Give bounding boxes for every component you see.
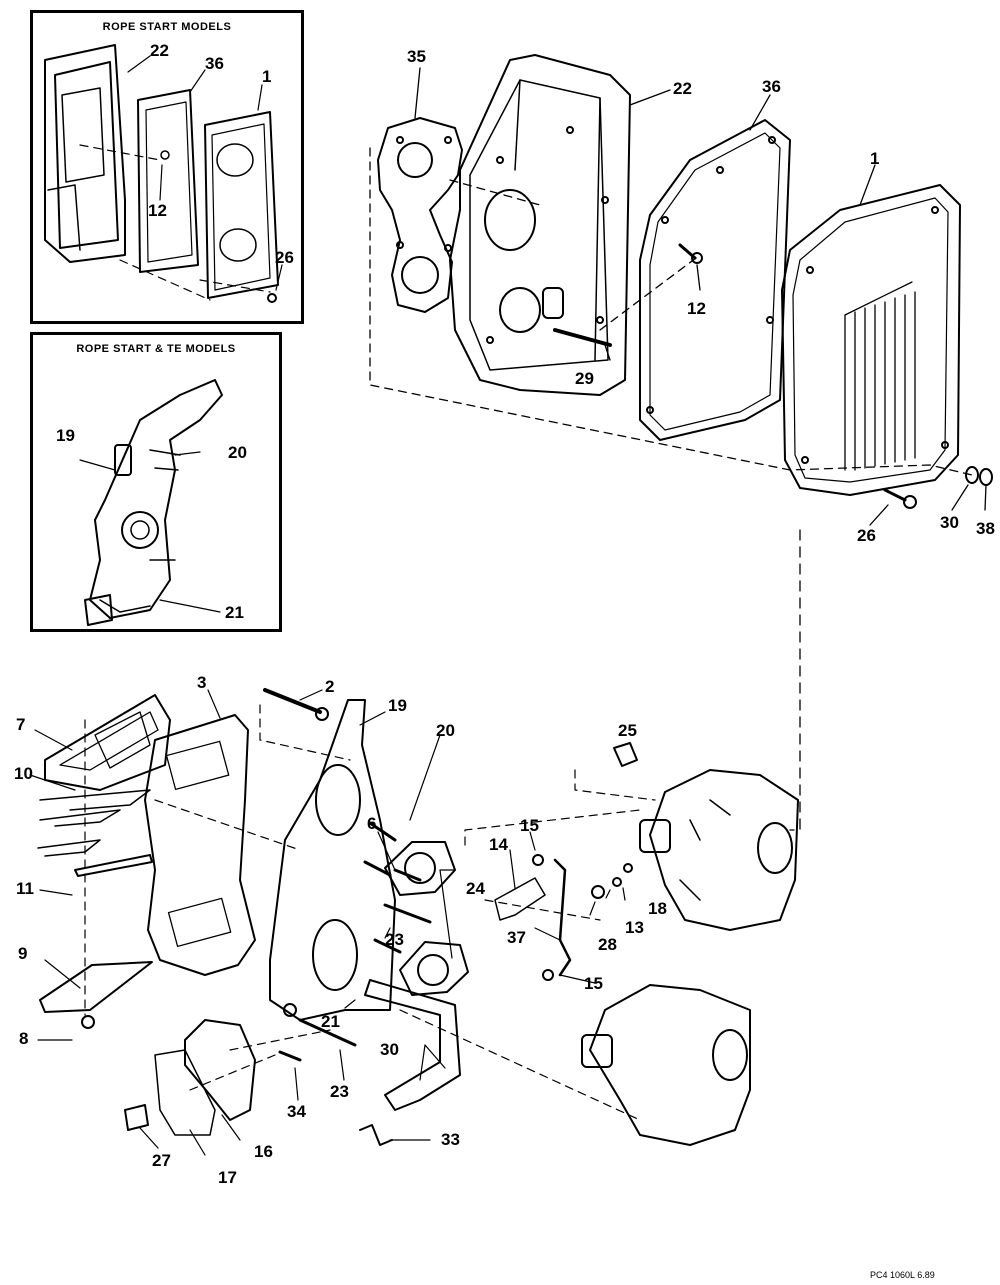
cover-1-part xyxy=(781,184,961,496)
carburetor-lower-part xyxy=(589,984,751,1146)
callout-label: 23 xyxy=(330,1082,349,1101)
main-housing-group-artwork xyxy=(369,54,993,831)
callout-label: 1 xyxy=(262,67,272,86)
callout-label: 35 xyxy=(407,47,426,66)
intake-manifold-part xyxy=(269,699,396,1021)
gasket-36-part xyxy=(639,119,791,441)
figure-code: PC4 1060L 6.89 xyxy=(870,1270,935,1280)
inset-rope-start-models: ROPE START MODELS xyxy=(30,10,304,324)
callout-label: 26 xyxy=(275,248,294,267)
callout-label: 20 xyxy=(228,443,247,462)
inset-gasket-part xyxy=(137,89,199,273)
callout-label: 34 xyxy=(287,1102,306,1121)
callout-label: 24 xyxy=(466,879,485,898)
callout-label: 15 xyxy=(520,816,539,835)
callout-label: 12 xyxy=(687,299,706,318)
callout-label: 21 xyxy=(225,603,244,622)
inset-cover-part xyxy=(204,111,279,299)
callout-label: 15 xyxy=(584,974,603,993)
callout-label: 2 xyxy=(325,677,335,696)
callout-label: 23 xyxy=(385,930,404,949)
callout-label: 30 xyxy=(940,513,959,532)
callout-label: 19 xyxy=(388,696,407,715)
callout-label: 33 xyxy=(441,1130,460,1149)
callout-label: 11 xyxy=(16,879,34,898)
reed-block-7-part xyxy=(44,694,171,791)
inset-rope-start-te-models: ROPE START & TE MODELS xyxy=(30,332,282,632)
callout-label: 16 xyxy=(254,1142,273,1161)
callout-label: 17 xyxy=(218,1168,237,1187)
callout-label: 28 xyxy=(598,935,617,954)
inset-rope-start-te-artwork xyxy=(79,379,223,626)
callout-label: 10 xyxy=(14,764,33,783)
inset-title: ROPE START & TE MODELS xyxy=(76,343,236,355)
callout-label: 12 xyxy=(148,201,167,220)
inset-housing-part xyxy=(44,44,126,263)
callout-label: 21 xyxy=(321,1012,340,1031)
callout-label: 25 xyxy=(618,721,637,740)
gasket-3-part xyxy=(144,714,256,976)
callout-label: 36 xyxy=(762,77,781,96)
callout-label: 29 xyxy=(575,369,594,388)
callout-label: 38 xyxy=(976,519,995,538)
leaf-plate-9-part xyxy=(39,961,153,1013)
inset-rope-start-artwork xyxy=(44,44,283,303)
callout-label: 14 xyxy=(489,835,508,854)
inset-adapter-part xyxy=(89,379,223,619)
callout-label: 22 xyxy=(673,79,692,98)
gasket-35-part xyxy=(377,117,463,313)
inset-title: ROPE START MODELS xyxy=(102,21,232,33)
callout-label: 19 xyxy=(56,426,75,445)
callout-label: 6 xyxy=(367,814,377,833)
callout-label: 7 xyxy=(16,715,26,734)
callout-label: 30 xyxy=(380,1040,399,1059)
bracket-16-part xyxy=(184,1019,256,1121)
callout-label: 37 xyxy=(507,928,526,947)
callout-label: 3 xyxy=(197,673,207,692)
callout-label: 1 xyxy=(870,149,880,168)
callout-label: 26 xyxy=(857,526,876,545)
callout-label: 13 xyxy=(625,918,644,937)
callout-label: 36 xyxy=(205,54,224,73)
callout-label: 27 xyxy=(152,1151,171,1170)
callout-label: 22 xyxy=(150,41,169,60)
carburetor-upper-part xyxy=(649,769,799,931)
main-intake-group-artwork xyxy=(29,688,799,1156)
callout-label: 8 xyxy=(19,1029,29,1048)
callout-label: 18 xyxy=(648,899,667,918)
housing-22-part xyxy=(449,54,631,396)
callout-label: 9 xyxy=(18,944,28,963)
callout-label: 20 xyxy=(436,721,455,740)
